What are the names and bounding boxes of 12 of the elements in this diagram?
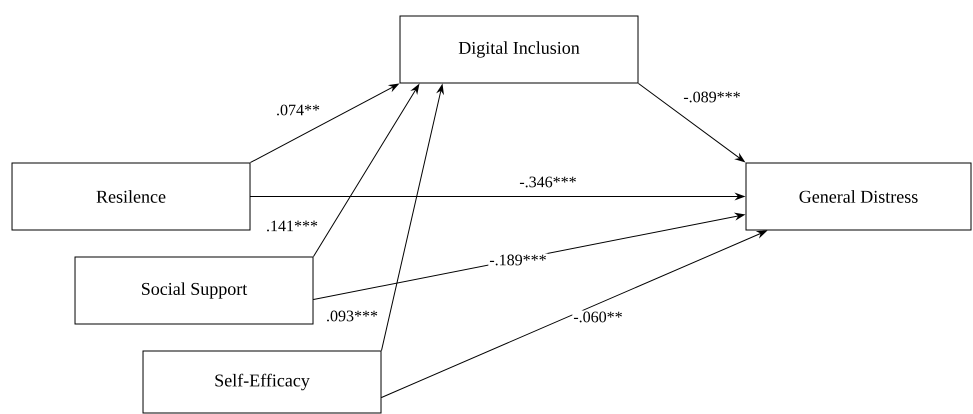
path-coefficient: -.189*** [488,254,548,266]
variable-box: General Distress [746,162,972,230]
variable-box: Self-Efficacy [142,350,382,414]
variable-box: Social Support [74,256,314,324]
path-coefficient: -.089*** [682,90,742,104]
path-coefficient: .141*** [265,220,319,232]
path-coefficient: -.060** [572,310,624,324]
path-coefficient: -.346*** [518,176,578,188]
path-coefficient: .074** [275,104,321,116]
path-coefficient: .093*** [325,310,379,322]
variable-box: Resilence [12,162,251,230]
variable-box: Digital Inclusion [400,16,638,84]
